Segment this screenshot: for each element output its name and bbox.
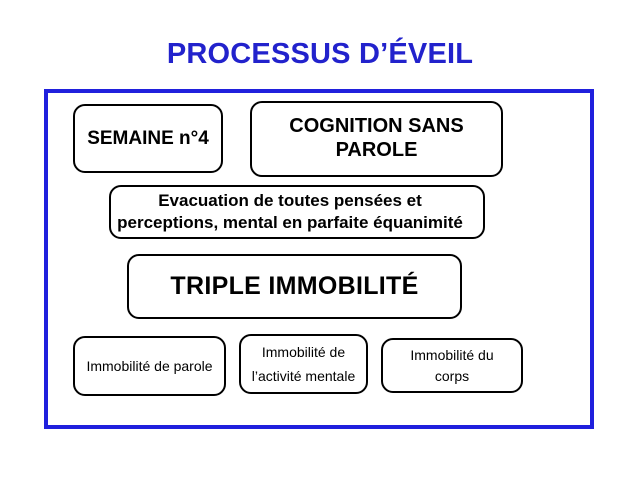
- box-cognition-sans-parole[interactable]: COGNITION SANS PAROLE: [250, 101, 503, 177]
- box-semaine[interactable]: SEMAINE n°4: [73, 104, 223, 173]
- page-title: PROCESSUS D’ÉVEIL: [166, 38, 474, 70]
- box-cognition-sans-parole-label: COGNITION SANS PAROLE: [289, 115, 464, 161]
- box-immobilite-du-corps[interactable]: Immobilité du corps: [381, 338, 523, 393]
- box-immobilite-de-parole[interactable]: Immobilité de parole: [73, 336, 226, 396]
- box-evacuation-label: Evacuation de toutes pensées et percepti…: [117, 190, 463, 232]
- box-immobilite-de-parole-label: Immobilité de parole: [86, 357, 213, 374]
- box-immobilite-activite-mentale[interactable]: Immobilité de l’activité mentale: [239, 334, 368, 394]
- box-immobilite-activite-mentale-label: Immobilité de l’activité mentale: [251, 343, 356, 385]
- box-immobilite-du-corps-label: Immobilité du corps: [410, 347, 494, 384]
- box-triple-immobilite-label: TRIPLE IMMOBILITÉ: [170, 272, 419, 301]
- diagram-frame: [44, 89, 594, 429]
- box-triple-immobilite[interactable]: TRIPLE IMMOBILITÉ: [127, 254, 462, 319]
- box-semaine-label: SEMAINE n°4: [87, 127, 209, 149]
- box-evacuation[interactable]: Evacuation de toutes pensées et percepti…: [109, 185, 485, 239]
